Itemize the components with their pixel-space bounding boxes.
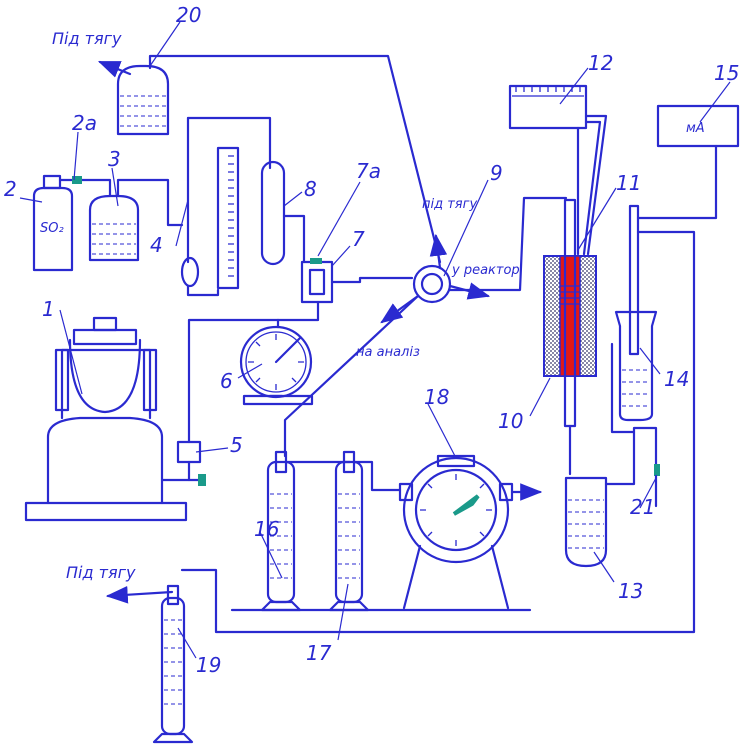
dropper-14 (180, 204, 696, 634)
reactor-10 (543, 198, 597, 476)
label-8: 8 (304, 177, 317, 201)
label-20: 20 (176, 3, 201, 27)
bubbler-19 (105, 584, 194, 744)
label-9: 9 (490, 161, 503, 185)
label-11: 11 (616, 171, 641, 195)
label-1: 1 (42, 297, 55, 321)
label-2a: 2а (72, 111, 97, 135)
label-15: 15 (714, 61, 739, 85)
pressure-gauge-6 (239, 318, 314, 406)
part-numbers: 1 2 2а 3 4 5 6 7 7а 8 9 10 11 12 13 14 1… (4, 3, 739, 677)
label-7a: 7а (356, 159, 381, 183)
label-16: 16 (254, 517, 279, 541)
gas-meter-18 (398, 454, 543, 610)
recorder-12 (508, 84, 608, 256)
label-3: 3 (108, 147, 121, 171)
valve-5 (176, 318, 280, 482)
caption-draft-mid: під тягу (422, 197, 477, 212)
label-7: 7 (352, 227, 365, 251)
wash-bottle-3 (88, 178, 184, 262)
rotameter-4 (180, 116, 272, 297)
valve-block-7 (276, 258, 414, 322)
caption-meter: мА (686, 121, 705, 136)
flow-captions: Під тягу під тягу Під тягу у реактор на … (40, 29, 705, 582)
trap-bottle-20 (97, 54, 442, 264)
label-14: 14 (664, 367, 689, 391)
gas-burette-16 (260, 450, 352, 612)
label-21: 21 (630, 495, 655, 519)
label-4: 4 (150, 233, 163, 257)
label-5: 5 (230, 433, 243, 457)
label-17: 17 (306, 641, 332, 665)
compressor-1 (24, 316, 206, 522)
caption-draft-top: Під тягу (52, 29, 122, 48)
collector-13 (564, 426, 660, 568)
label-18: 18 (424, 385, 449, 409)
caption-draft-bottom: Під тягу (66, 563, 136, 582)
gas-burette-17 (328, 450, 402, 612)
label-13: 13 (618, 579, 643, 603)
caption-to-analysis: на аналіз (356, 345, 420, 360)
label-6: 6 (220, 369, 233, 393)
label-19: 19 (196, 653, 221, 677)
label-12: 12 (588, 51, 613, 75)
switch-valve-9 (283, 196, 568, 458)
label-2: 2 (4, 177, 17, 201)
gas-cylinder-2 (32, 174, 112, 272)
milliammeter-15 (636, 104, 740, 220)
caption-to-reactor: у реактор (451, 263, 520, 278)
label-10: 10 (498, 409, 523, 433)
leader-lines (19, 21, 731, 659)
separator-8 (260, 160, 306, 266)
caption-cylinder-gas: SO₂ (40, 221, 64, 236)
